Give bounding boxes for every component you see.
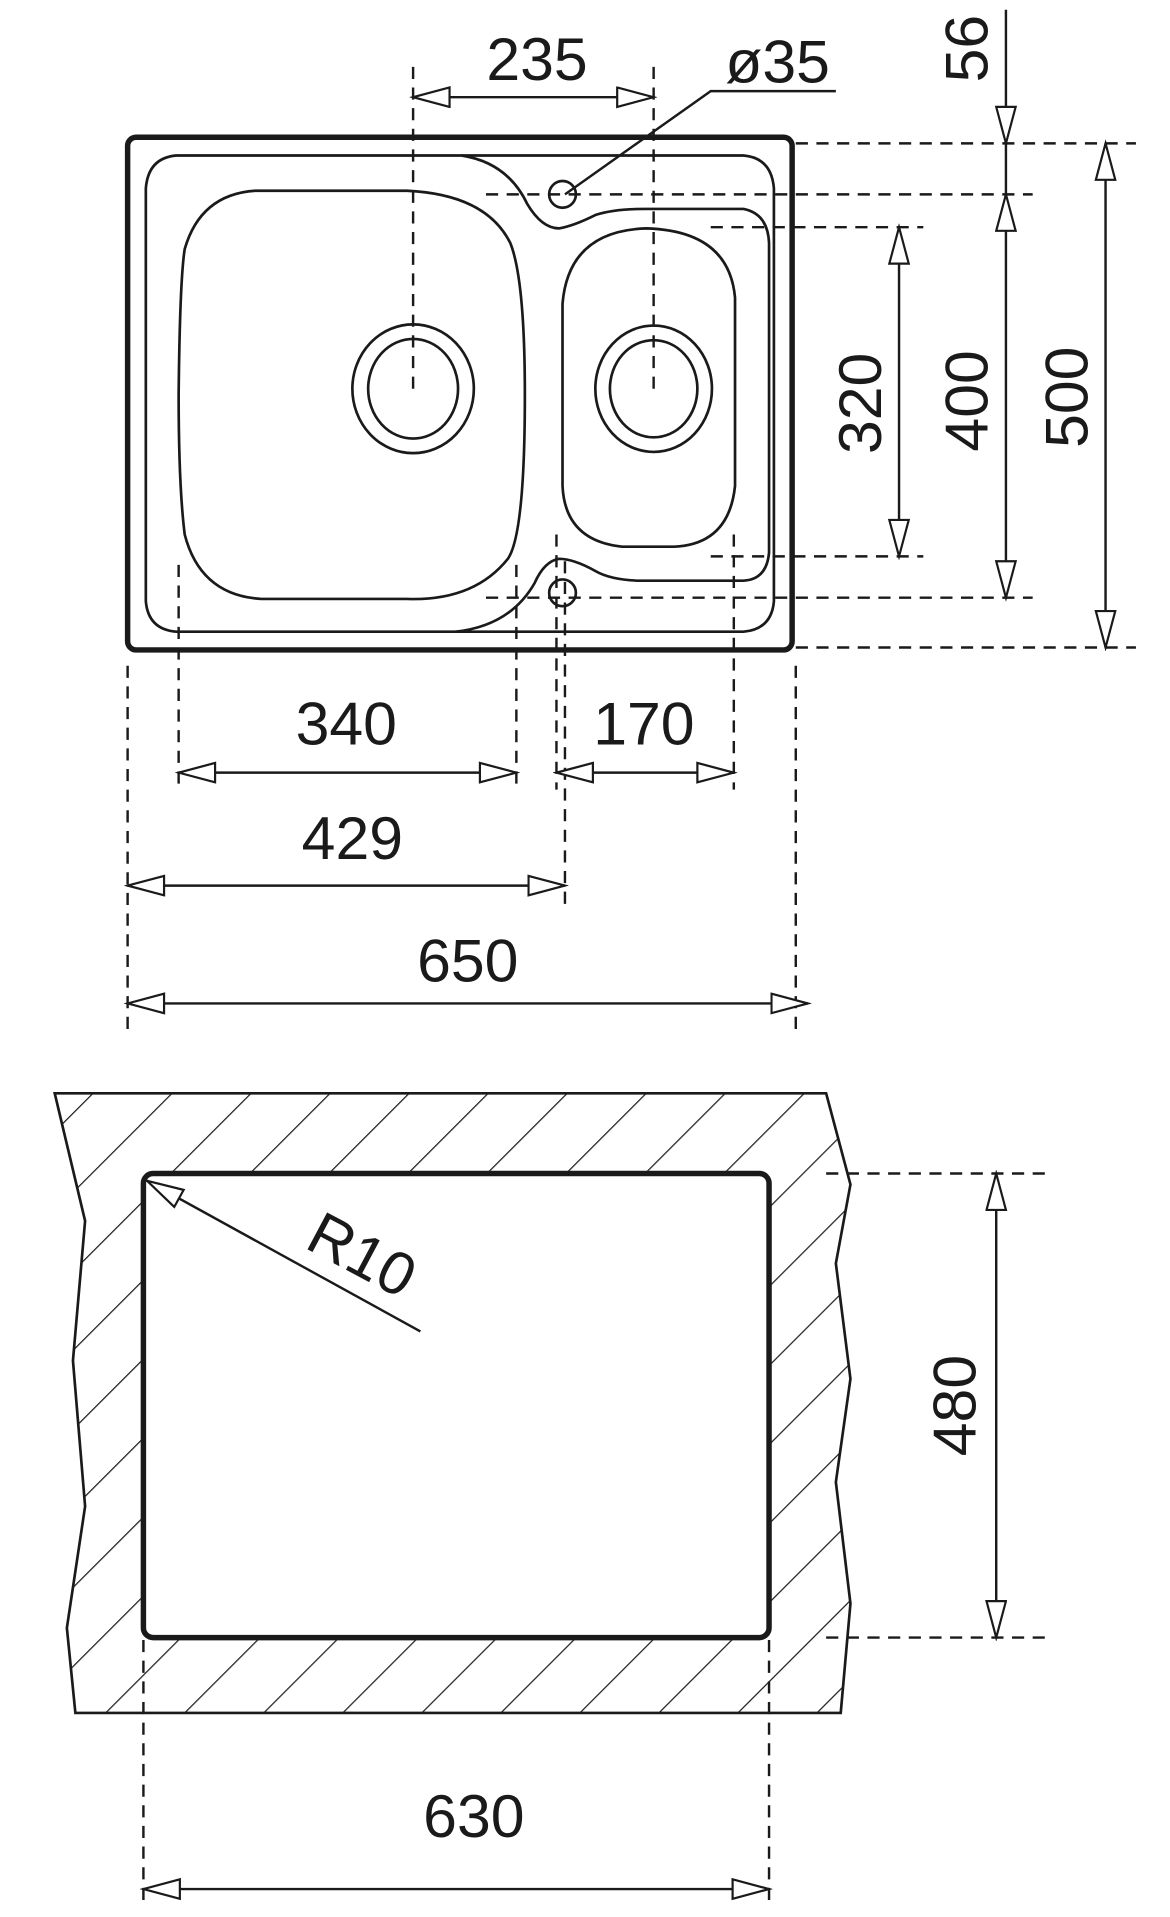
tap-hole-leader bbox=[564, 89, 836, 196]
sink-rim bbox=[144, 154, 776, 634]
dim-320-label: 320 bbox=[826, 353, 894, 454]
drainer-contour bbox=[455, 154, 771, 634]
dim-500-label: 500 bbox=[1032, 347, 1100, 448]
cutout-view: R10 480 630 bbox=[53, 1092, 1045, 1902]
dim-340-label: 340 bbox=[296, 690, 397, 758]
dim-r10-leader bbox=[147, 1181, 421, 1333]
dim-235-label: 235 bbox=[486, 25, 587, 93]
dim-170-label: 170 bbox=[593, 690, 694, 758]
large-bowl bbox=[177, 189, 527, 601]
dim-400-label: 400 bbox=[933, 350, 1001, 451]
dim-56-label: 56 bbox=[933, 15, 1001, 83]
dim-630-label: 630 bbox=[423, 1782, 524, 1850]
dim-480-label: 480 bbox=[921, 1355, 989, 1456]
sink-outer-edge bbox=[124, 134, 795, 653]
tap-hole-bottom bbox=[547, 578, 578, 608]
cutout-opening bbox=[140, 1170, 772, 1641]
dim-650-label: 650 bbox=[417, 927, 518, 995]
dim-tap-hole-label: ø35 bbox=[725, 28, 830, 96]
dim-429-label: 429 bbox=[302, 804, 403, 872]
small-bowl bbox=[561, 227, 737, 549]
sink-top-view: 235 ø35 56 400 320 500 340 bbox=[124, 9, 1136, 1033]
